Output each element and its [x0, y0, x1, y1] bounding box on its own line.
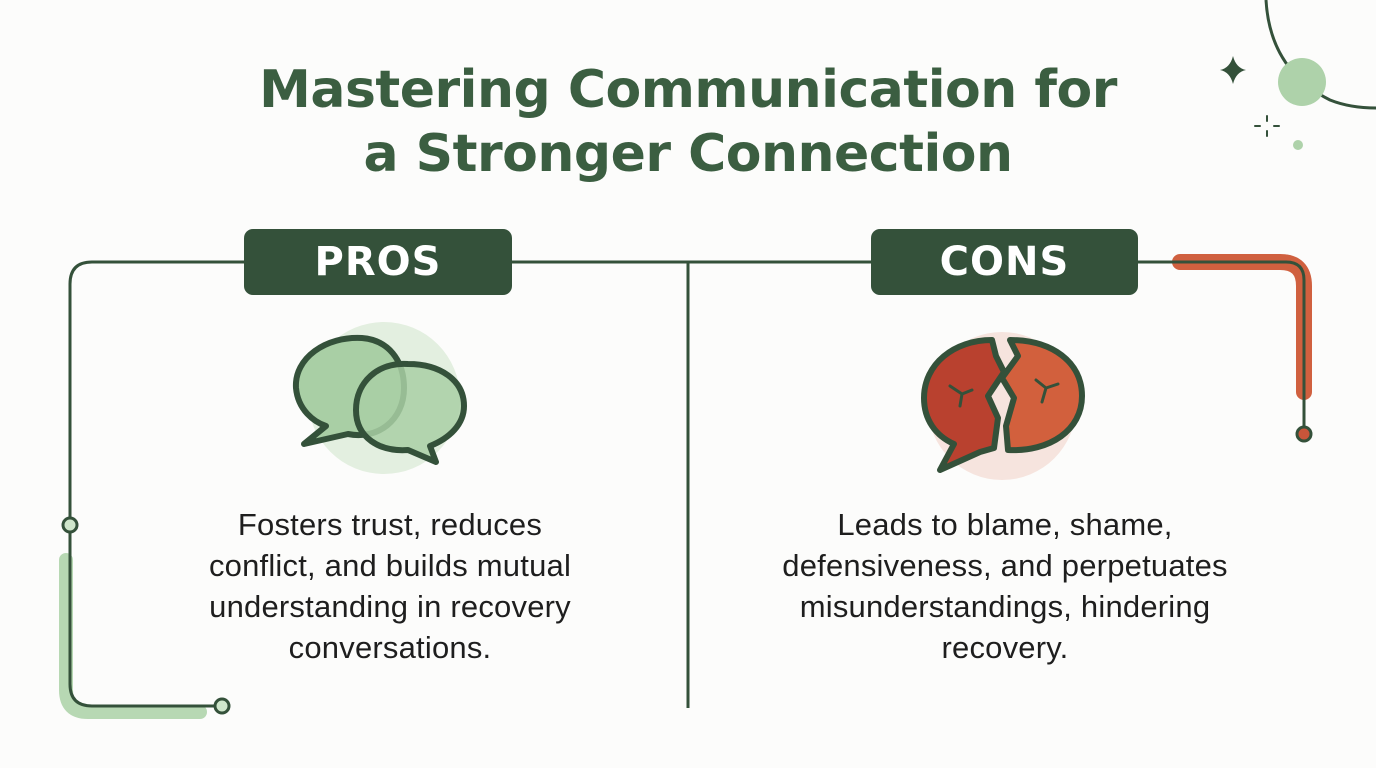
title-line-2: a Stronger Connection — [363, 124, 1013, 184]
cons-line-1: Leads to blame, shame, — [837, 507, 1173, 542]
pros-description: Fosters trust, reduces conflict, and bui… — [110, 504, 670, 668]
cons-line-3: misunderstandings, hindering — [799, 589, 1211, 624]
left-accent-bar — [59, 553, 207, 719]
right-frame-line — [1138, 260, 1306, 428]
right-node-end — [1295, 425, 1313, 443]
cons-label: CONS — [871, 229, 1138, 295]
cons-line-4: recovery. — [941, 630, 1069, 665]
left-node-mid — [61, 516, 79, 534]
pros-label: PROS — [244, 229, 512, 295]
sparkle-icon — [1220, 56, 1246, 84]
cons-description: Leads to blame, shame, defensiveness, an… — [720, 504, 1290, 668]
left-node-end — [213, 697, 231, 715]
small-dot — [1293, 140, 1303, 150]
pros-line-1: Fosters trust, reduces — [237, 507, 543, 542]
cons-line-2: defensiveness, and perpetuates — [782, 548, 1228, 583]
broken-speech-bubble-icon — [916, 322, 1092, 482]
corner-dot — [1278, 58, 1326, 106]
right-accent-bar — [1172, 254, 1312, 400]
page-title: Mastering Communication for a Stronger C… — [0, 58, 1376, 186]
pros-line-3: understanding in recovery — [209, 589, 571, 624]
title-line-1: Mastering Communication for — [259, 60, 1117, 120]
small-plus-icon — [1254, 115, 1280, 137]
pros-line-4: conversations. — [288, 630, 492, 665]
pros-line-2: conflict, and builds mutual — [208, 548, 572, 583]
overlapping-speech-bubbles-icon — [286, 322, 476, 482]
left-frame-line — [68, 260, 246, 708]
